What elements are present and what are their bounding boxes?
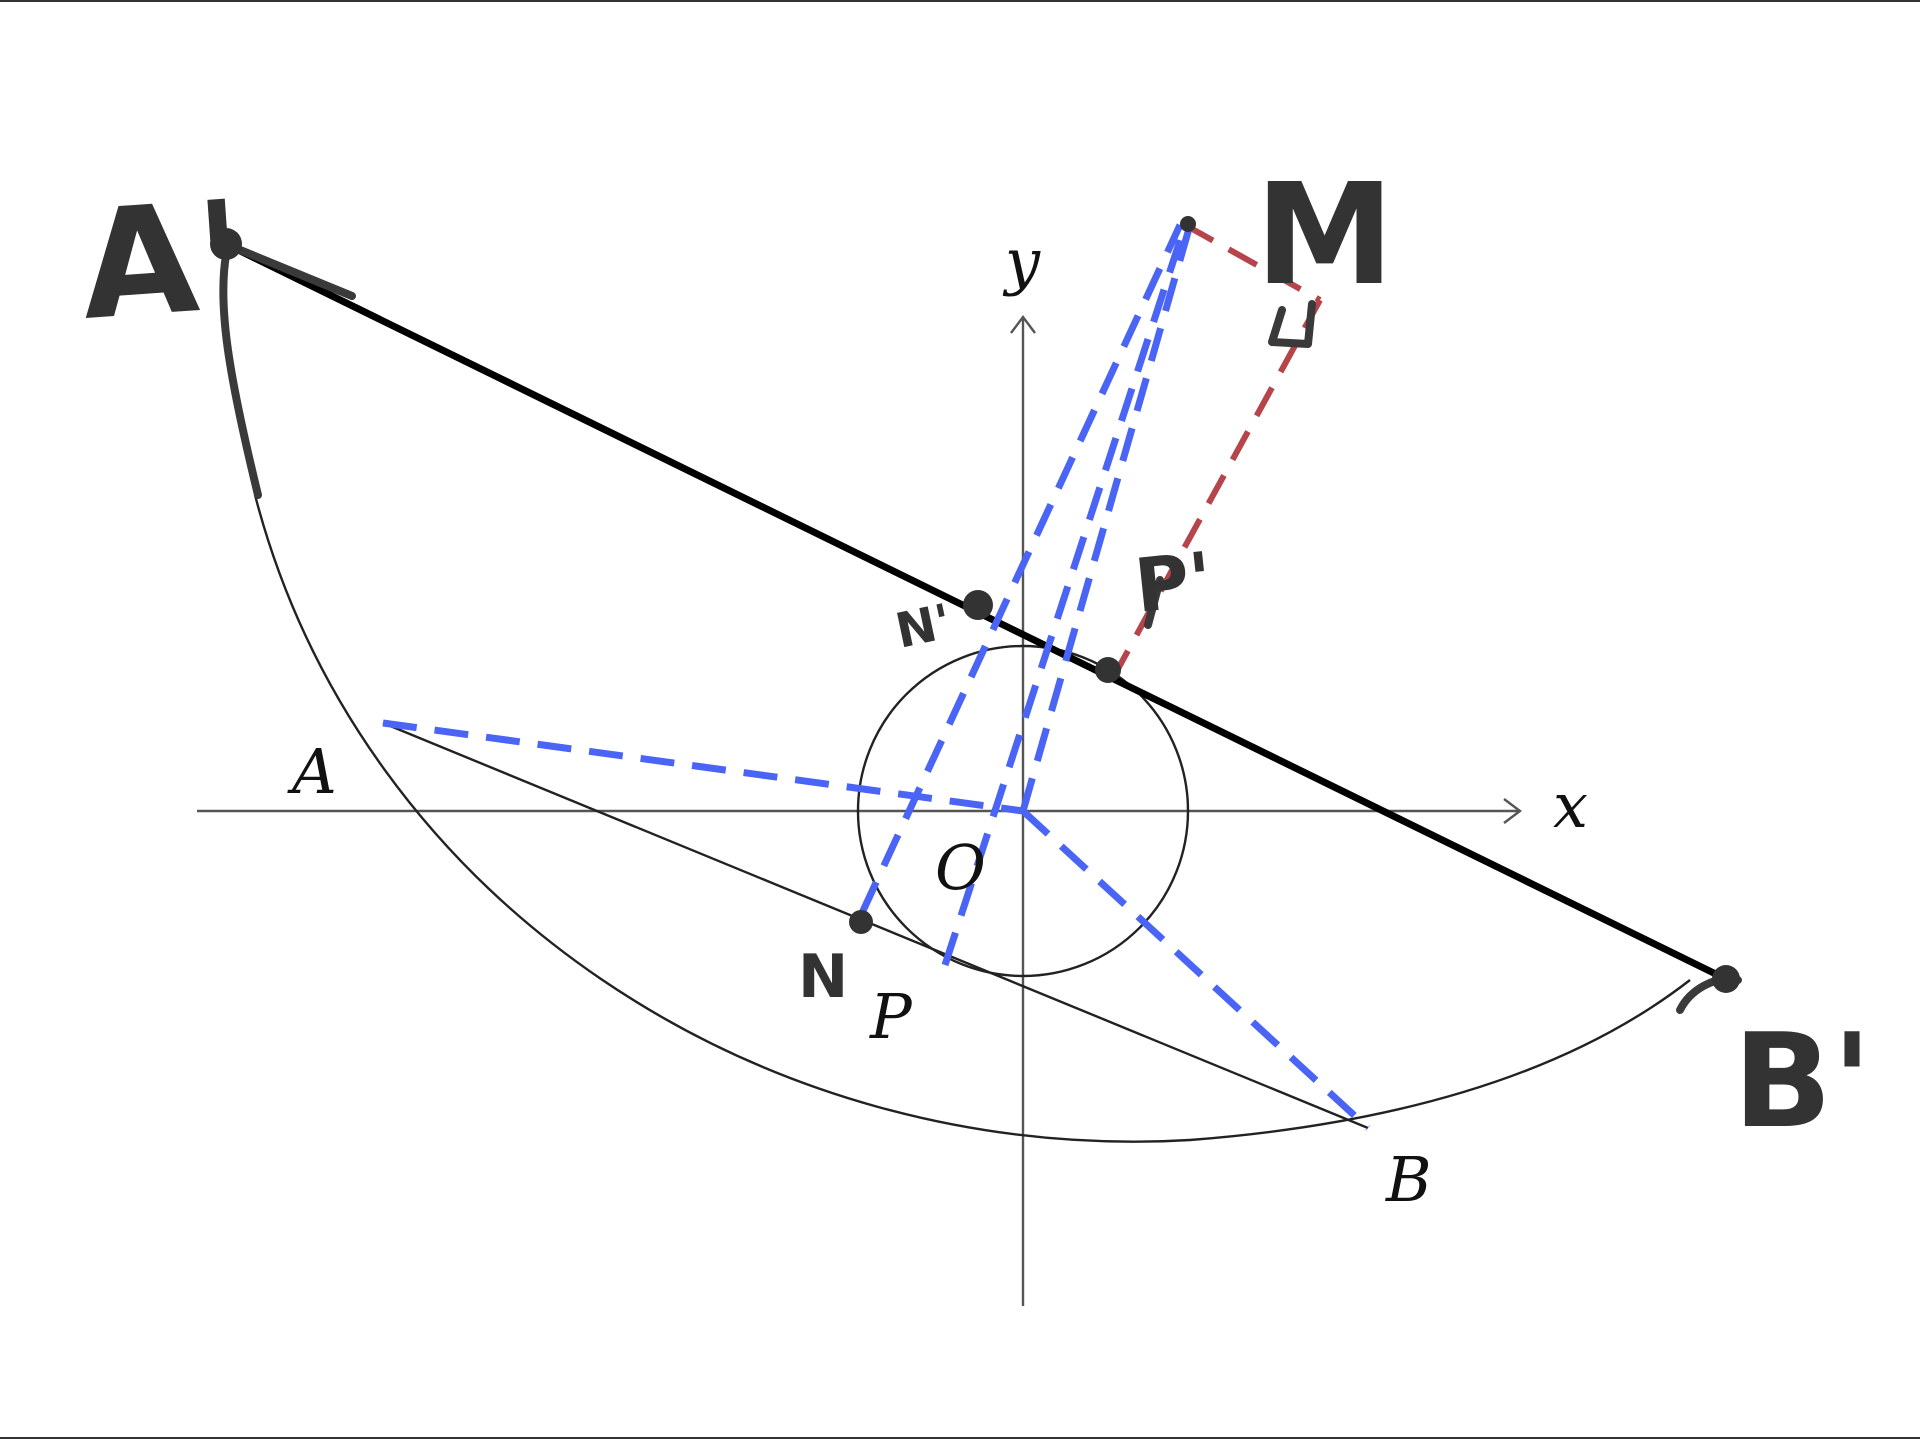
label-B-prime: B' (1733, 1005, 1872, 1157)
point-M (1180, 216, 1196, 232)
label-x-axis: x (1553, 769, 1588, 842)
blue-dashed-lines (382, 223, 1371, 1131)
chord-AB (382, 721, 1369, 1130)
point-N-prime (963, 590, 993, 620)
point-A-prime (210, 228, 242, 260)
point-B-prime (1712, 965, 1740, 993)
label-M: M (1255, 154, 1394, 317)
unit-circle (856, 644, 1190, 978)
y-axis-arrowhead (1010, 315, 1036, 334)
label-y-axis: y (1002, 225, 1041, 298)
label-P-prime: P' (1131, 536, 1216, 630)
blue-line-P-M (941, 223, 1189, 967)
label-P: P (869, 980, 913, 1053)
point-N (849, 910, 873, 934)
label-O: O (935, 831, 986, 904)
blue-line-O-B (1020, 808, 1371, 1131)
large-arc (253, 494, 1691, 1143)
handwritten-line-A-prime (224, 241, 356, 300)
point-P-prime (1095, 657, 1121, 683)
label-N: N (798, 942, 848, 1012)
x-axis-arrowhead (1503, 798, 1522, 824)
label-N-prime: N' (891, 594, 956, 660)
handwritten-arc-A-prime (219, 241, 262, 499)
red-line-M-corner (1183, 222, 1322, 303)
blue-line-N-M (858, 223, 1184, 915)
label-B: B (1385, 1143, 1432, 1216)
label-A: A (287, 735, 337, 808)
label-A-prime: A' (75, 169, 249, 354)
handwritten-stroke-P-prime (1144, 576, 1164, 629)
right-angle-marker (1268, 300, 1316, 348)
